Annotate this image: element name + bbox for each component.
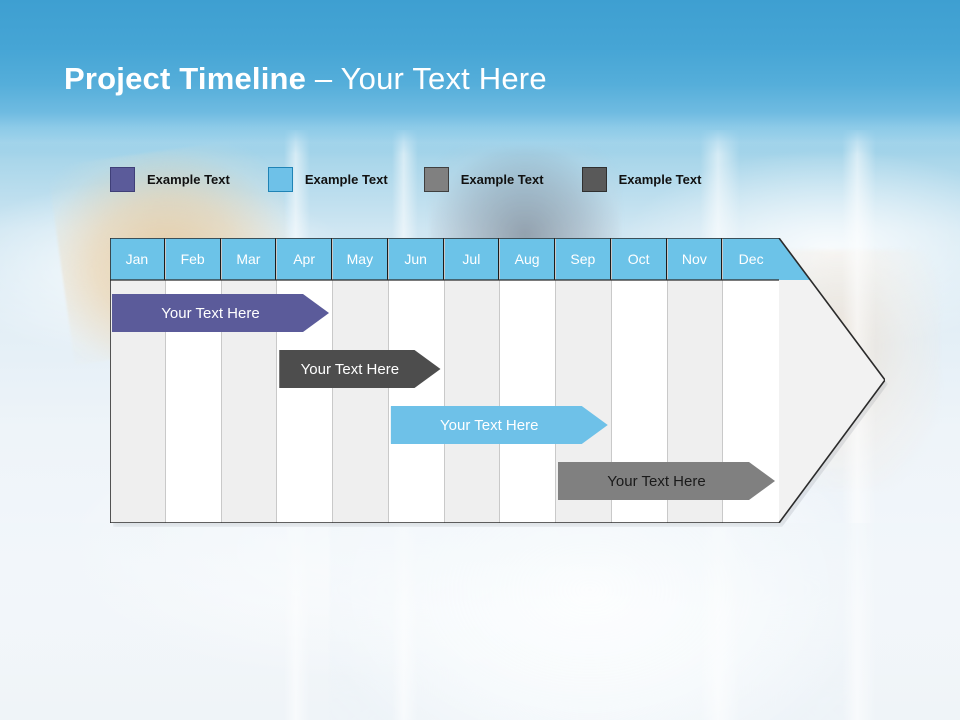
task-bar-1[interactable]: Your Text Here bbox=[112, 294, 329, 332]
legend-label-0: Example Text bbox=[147, 172, 230, 187]
legend-item-0[interactable]: Example Text bbox=[110, 167, 230, 192]
month-header-apr[interactable]: Apr bbox=[277, 238, 332, 280]
legend-item-1[interactable]: Example Text bbox=[267, 167, 388, 192]
header-arrow-tip bbox=[779, 238, 885, 280]
task-bar-4[interactable]: Your Text Here bbox=[558, 462, 775, 500]
task-bar-label-4: Your Text Here bbox=[607, 472, 706, 490]
title-bold-part: Project Timeline bbox=[64, 61, 307, 96]
task-bar-label-1: Your Text Here bbox=[161, 304, 260, 322]
month-column-feb: Feb bbox=[165, 238, 222, 523]
month-header-aug[interactable]: Aug bbox=[500, 238, 555, 280]
month-header-oct[interactable]: Oct bbox=[611, 238, 667, 280]
month-header-jun[interactable]: Jun bbox=[388, 238, 444, 280]
title-separator: – bbox=[306, 61, 341, 96]
legend-swatch-1 bbox=[267, 167, 293, 192]
legend-item-2[interactable]: Example Text bbox=[423, 167, 544, 192]
task-bar-label-2: Your Text Here bbox=[300, 360, 400, 378]
legend-label-3: Example Text bbox=[618, 172, 702, 187]
month-header-mar[interactable]: Mar bbox=[221, 238, 277, 280]
month-header-feb[interactable]: Feb bbox=[165, 238, 221, 280]
month-column-jan: Jan bbox=[110, 238, 166, 523]
legend-label-2: Example Text bbox=[460, 172, 544, 187]
title-band bbox=[0, 0, 960, 154]
month-column-mar: Mar bbox=[221, 238, 278, 523]
task-bar-label-3: Your Text Here bbox=[440, 416, 539, 434]
title-light-part: Your Text Here bbox=[340, 61, 547, 96]
legend-swatch-3 bbox=[581, 167, 607, 192]
month-column-jul: Jul bbox=[444, 238, 501, 523]
month-header-dec[interactable]: Dec bbox=[723, 238, 779, 280]
month-header-sep[interactable]: Sep bbox=[556, 238, 611, 280]
month-column-aug: Aug bbox=[500, 238, 556, 523]
page-title: Project Timeline – Your Text Here bbox=[64, 58, 547, 100]
month-header-may[interactable]: May bbox=[333, 238, 388, 280]
task-bar-2[interactable]: Your Text Here bbox=[279, 350, 440, 388]
month-header-jul[interactable]: Jul bbox=[444, 238, 500, 280]
legend-swatch-2 bbox=[423, 167, 449, 192]
month-header-jan[interactable]: Jan bbox=[110, 238, 165, 280]
task-bar-3[interactable]: Your Text Here bbox=[391, 406, 608, 444]
legend: Example Text Example Text Example Text Exam… bbox=[110, 167, 701, 192]
legend-label-1: Example Text bbox=[304, 172, 388, 187]
legend-item-3[interactable]: Example Text bbox=[581, 167, 702, 192]
legend-swatch-0 bbox=[110, 167, 135, 192]
month-header-nov[interactable]: Nov bbox=[667, 238, 723, 280]
